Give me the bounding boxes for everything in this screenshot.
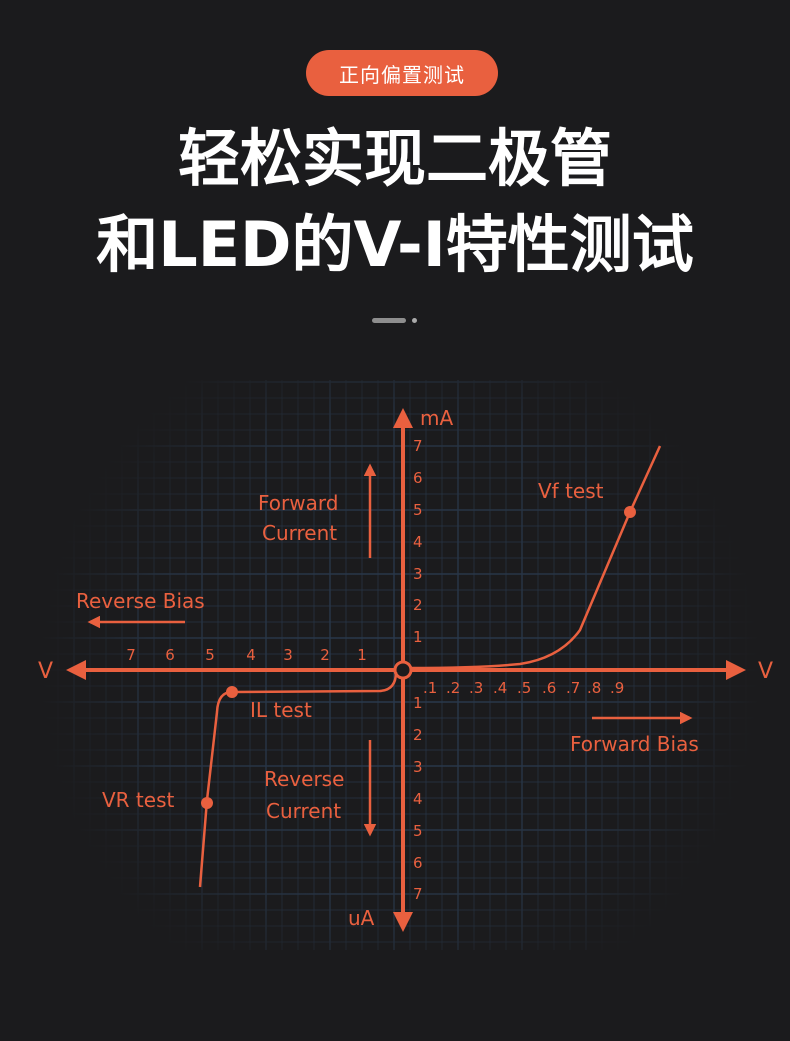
x-tick-negative: 1	[357, 646, 367, 664]
reverse-current-label-2: Current	[266, 799, 341, 823]
reverse-bias-label: Reverse Bias	[76, 589, 205, 613]
tick-mark	[401, 860, 405, 864]
tick-mark	[401, 700, 405, 704]
tick-mark	[401, 507, 405, 511]
x-tick-negative: 3	[283, 646, 293, 664]
x-tick-negative: 6	[165, 646, 175, 664]
divider-dot	[412, 318, 417, 323]
il-test-point	[226, 686, 238, 698]
vr-test-point	[201, 797, 213, 809]
forward-curve	[409, 445, 662, 670]
tick-mark	[401, 634, 405, 638]
x-tick-positive: .8	[587, 679, 601, 697]
headline-line-1: 轻松实现二极管	[177, 122, 612, 195]
tick-mark	[568, 668, 572, 672]
tick-mark	[471, 668, 475, 672]
forward-current-label-2: Current	[262, 521, 337, 545]
x-tick-positive: .7	[566, 679, 580, 697]
x-tick-negative: 4	[246, 646, 256, 664]
headline-line-2: 和LED的V-I特性测试	[96, 208, 694, 281]
x-tick-negative: 7	[126, 646, 136, 664]
tick-mark	[208, 668, 212, 672]
x-tick-positive: .1	[423, 679, 437, 697]
y-tick-positive: 4	[413, 533, 423, 551]
axes	[66, 408, 746, 932]
tick-mark	[589, 668, 593, 672]
y-tick-negative: 7	[413, 885, 423, 903]
y-tick-positive: 2	[413, 596, 423, 614]
y-tick-negative: 3	[413, 758, 423, 776]
y-tick-positive: 3	[413, 565, 423, 583]
x-axis-right-label: V	[758, 659, 773, 684]
tick-mark	[168, 668, 172, 672]
reverse-current-label-1: Reverse	[264, 767, 344, 791]
y-tick-negative: 6	[413, 854, 423, 872]
y-tick-negative: 5	[413, 822, 423, 840]
y-tick-negative: 2	[413, 726, 423, 744]
tick-mark	[286, 668, 290, 672]
tick-mark	[401, 764, 405, 768]
y-tick-positive: 7	[413, 437, 423, 455]
tick-mark	[360, 668, 364, 672]
origin-marker	[393, 660, 413, 680]
il-test-label: IL test	[250, 698, 312, 722]
x-axis-left-label: V	[38, 659, 53, 684]
tick-mark	[495, 668, 499, 672]
vf-test-label: Vf test	[538, 479, 604, 503]
tick-mark	[401, 475, 405, 479]
y-tick-positive: 6	[413, 469, 423, 487]
tick-mark	[323, 668, 327, 672]
y-tick-negative: 4	[413, 790, 423, 808]
tick-mark	[401, 828, 405, 832]
x-tick-negative: 2	[320, 646, 330, 664]
tick-mark	[401, 443, 405, 447]
tick-mark	[401, 732, 405, 736]
y-tick-positive: 1	[413, 628, 423, 646]
forward-current-label-1: Forward	[258, 491, 338, 515]
x-tick-positive: .2	[446, 679, 460, 697]
y-axis-bottom-label: uA	[348, 906, 375, 930]
y-tick-negative: 1	[413, 694, 423, 712]
y-axis-top-label: mA	[420, 406, 453, 430]
tick-mark	[129, 668, 133, 672]
tick-mark	[544, 668, 548, 672]
y-tick-positive: 5	[413, 501, 423, 519]
forward-bias-test-badge: 正向偏置测试	[306, 50, 498, 96]
x-tick-positive: .6	[542, 679, 556, 697]
tick-mark	[249, 668, 253, 672]
x-tick-positive: .5	[517, 679, 531, 697]
tick-mark	[401, 539, 405, 543]
x-tick-positive: .3	[469, 679, 483, 697]
forward-bias-label: Forward Bias	[570, 732, 699, 756]
tick-mark	[401, 602, 405, 606]
tick-mark	[401, 891, 405, 895]
tick-mark	[401, 571, 405, 575]
divider-bar	[372, 318, 406, 323]
x-tick-positive: .9	[610, 679, 624, 697]
tick-mark	[612, 668, 616, 672]
tick-mark	[519, 668, 523, 672]
vr-test-label: VR test	[102, 788, 175, 812]
tick-mark	[401, 796, 405, 800]
x-tick-positive: .4	[493, 679, 507, 697]
vf-test-point	[624, 506, 636, 518]
x-tick-negative: 5	[205, 646, 215, 664]
tick-mark	[448, 668, 452, 672]
